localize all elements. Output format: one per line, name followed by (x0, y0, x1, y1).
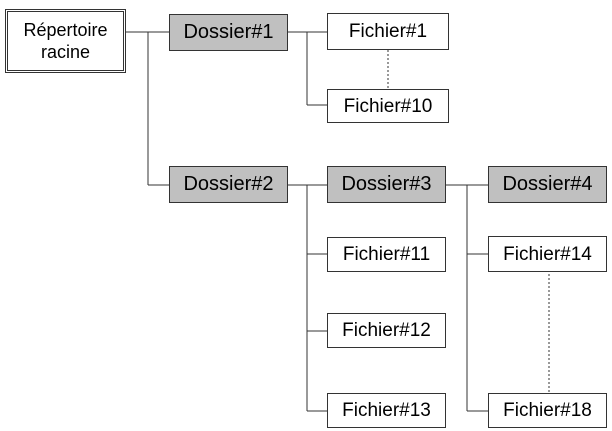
node-fichier-1: Fichier#1 (327, 13, 449, 50)
node-dossier-4: Dossier#4 (488, 166, 607, 203)
node-fichier-18: Fichier#18 (488, 393, 607, 428)
node-dossier-1: Dossier#1 (169, 14, 288, 51)
node-fichier-10: Fichier#10 (327, 89, 449, 123)
node-dossier-3: Dossier#3 (327, 166, 446, 203)
node-dossier-2: Dossier#2 (169, 166, 288, 203)
node-fichier-13: Fichier#13 (327, 393, 446, 428)
node-fichier-12: Fichier#12 (327, 313, 446, 348)
node-fichier-14: Fichier#14 (488, 236, 607, 272)
node-root-directory: Répertoire racine (5, 9, 126, 73)
node-fichier-11: Fichier#11 (327, 237, 446, 272)
